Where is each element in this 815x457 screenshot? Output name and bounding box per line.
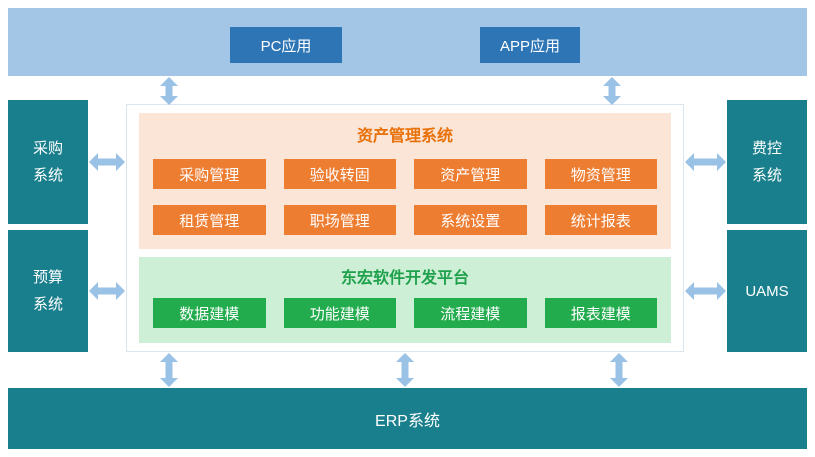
module-lease-management: 租赁管理 (153, 205, 266, 235)
dev-platform-section: 东宏软件开发平台 数据建模 功能建模 流程建模 报表建模 (139, 257, 671, 343)
platform-container: 资产管理系统 采购管理 验收转固 资产管理 物资管理 租赁管理 职场管理 系统设… (126, 104, 684, 352)
arrow-platform-to-erp-middle (396, 353, 414, 387)
client-layer-bar: PC应用 APP应用 (8, 8, 807, 76)
module-statistics-reports: 统计报表 (544, 205, 657, 235)
expense-control-system-node: 费控 系统 (727, 100, 807, 224)
module-acceptance-capitalization: 验收转固 (283, 159, 396, 189)
procurement-system-node: 采购 系统 (8, 100, 88, 224)
module-workplace-management: 职场管理 (283, 205, 396, 235)
module-system-settings: 系统设置 (414, 205, 527, 235)
dev-platform-title: 东宏软件开发平台 (340, 270, 469, 287)
arrow-platform-to-erp-left (160, 353, 178, 387)
module-process-modeling: 流程建模 (414, 298, 527, 328)
asset-management-section: 资产管理系统 采购管理 验收转固 资产管理 物资管理 租赁管理 职场管理 系统设… (139, 113, 671, 249)
uams-system-node: UAMS (727, 230, 807, 352)
expense-control-system-label: 费控 系统 (751, 140, 782, 184)
budget-system-label: 预算 系统 (32, 269, 63, 313)
app-client-node: APP应用 (480, 27, 580, 63)
arrow-procurement-to-platform (89, 153, 125, 171)
asset-management-title: 资产管理系统 (356, 128, 453, 145)
module-data-modeling: 数据建模 (153, 298, 266, 328)
arrow-budget-to-platform (89, 282, 125, 300)
arrow-pc-to-platform (160, 77, 178, 105)
budget-system-node: 预算 系统 (8, 230, 88, 352)
dev-module-grid: 数据建模 功能建模 流程建模 报表建模 (153, 298, 657, 328)
arrow-app-to-platform (603, 77, 621, 105)
procurement-system-label: 采购 系统 (32, 140, 63, 184)
pc-client-node: PC应用 (230, 27, 342, 63)
arrow-platform-to-expense-control (685, 153, 726, 171)
module-procurement-management: 采购管理 (153, 159, 266, 189)
module-materials-management: 物资管理 (544, 159, 657, 189)
arrow-platform-to-erp-right (610, 353, 628, 387)
asset-module-grid: 采购管理 验收转固 资产管理 物资管理 租赁管理 职场管理 系统设置 统计报表 (153, 159, 657, 235)
erp-system-bar: ERP系统 (8, 388, 807, 449)
arrow-platform-to-uams (685, 282, 726, 300)
uams-system-label: UAMS (745, 282, 789, 300)
module-asset-management: 资产管理 (414, 159, 527, 189)
module-function-modeling: 功能建模 (283, 298, 396, 328)
module-report-modeling: 报表建模 (544, 298, 657, 328)
